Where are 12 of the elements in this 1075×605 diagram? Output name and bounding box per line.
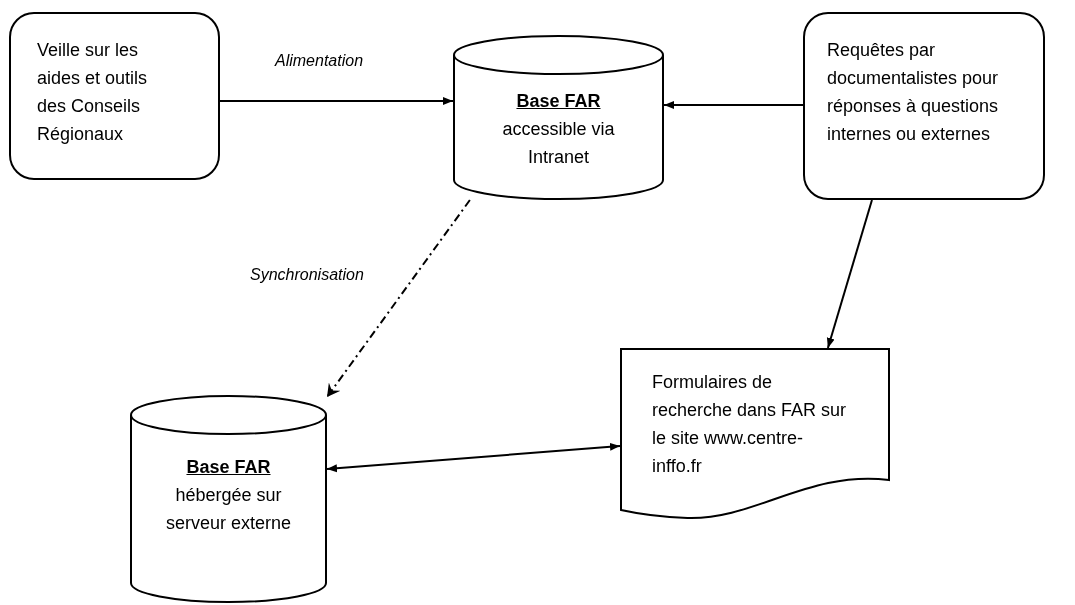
arrow [326,442,621,473]
node-text: Formulaires de recherche dans FAR sur le site www.centre-inffo.fr [652,371,848,478]
arrow [326,199,471,399]
node-text: Requêtes par documentalistes pour réponses à questions internes ou externes [827,39,1000,146]
node-title: Base FAR [186,456,271,479]
node-text: accessible via Intranet [501,118,616,169]
arrow [663,100,804,109]
node-title: Base FAR [516,90,601,113]
arrow [826,199,873,349]
node-text: hébergée sur serveur externe [164,484,293,535]
arrow [219,97,454,105]
node-text: Veille sur les aides et outils des Conseils Régionaux [37,39,149,146]
